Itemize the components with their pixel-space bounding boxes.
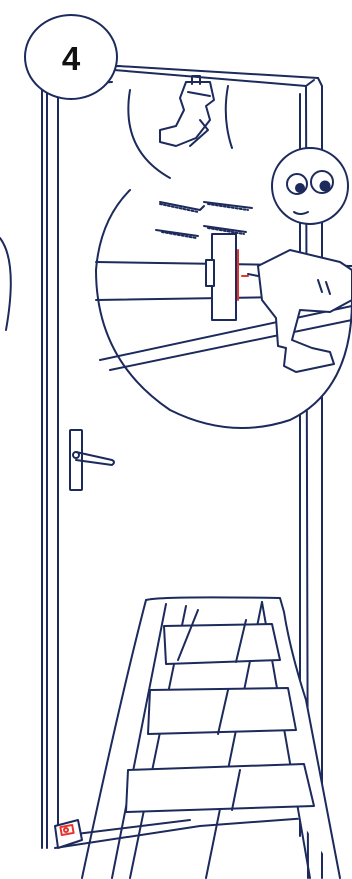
step-number: 4 xyxy=(62,42,80,75)
step-ladder-icon xyxy=(82,597,340,878)
drill-icon xyxy=(160,76,214,146)
smiley-face-icon xyxy=(272,148,348,224)
step-number-badge: 4 xyxy=(24,14,118,100)
upper-drill-callout xyxy=(128,76,232,178)
door-handle-icon xyxy=(70,430,114,490)
previous-step-edge xyxy=(0,238,11,330)
